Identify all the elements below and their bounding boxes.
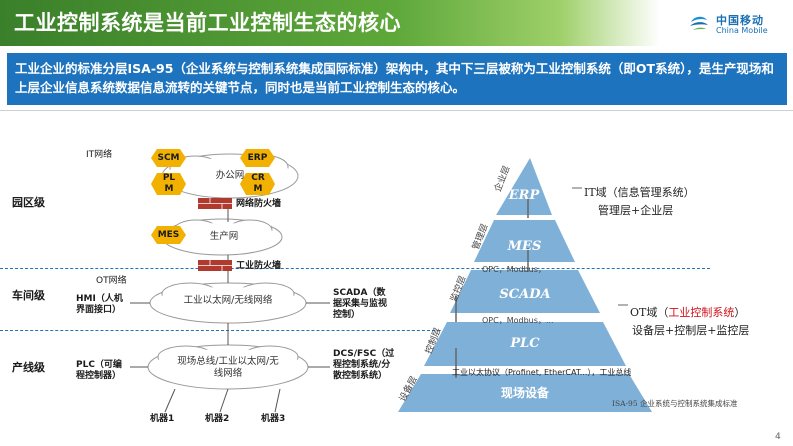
scada-label: SCADA（数据采集与监视控制） [333, 288, 388, 320]
hex-label-mes: MES [157, 230, 180, 240]
machine-3: 机器3 [261, 414, 286, 424]
hex-erp [240, 149, 275, 167]
logo-icon [690, 16, 708, 30]
ot-network-label: OT网络 [96, 276, 127, 286]
level-separator-1 [0, 268, 710, 269]
china-mobile-logo: 中国移动 China Mobile [688, 12, 784, 38]
hex-crm [240, 173, 275, 195]
layer-erp: ERP [508, 188, 540, 203]
firewall-ind-label: 工业防火墙 [236, 261, 282, 271]
page-title: 工业控制系统是当前工业控制生态的核心 [14, 11, 401, 35]
it-network-label: IT网络 [86, 150, 113, 160]
ot-domain-highlight: 工业控制系统 [668, 306, 735, 319]
hmi-label: HMI（人机界面接口） [76, 294, 123, 315]
dcs-label: DCS/FSC（过程控制系统/分散控制系统） [333, 349, 395, 381]
hex-label-plm: PL M [162, 173, 176, 194]
network-firewall-icon [198, 198, 232, 209]
layer-plc: PLC [510, 336, 540, 351]
hex-label-scm: SCM [157, 153, 180, 163]
hex-mes [151, 226, 186, 244]
field-net-label: 现场总线/工业以太网/无线网络 [177, 356, 279, 379]
protocol-scada-plc: OPC，Modbus，... [482, 316, 554, 325]
layer-field-devices: 现场设备 [500, 386, 549, 400]
production-cloud [161, 218, 283, 256]
section-divider [0, 110, 793, 111]
ot-domain-sub: 设备层+控制层+监控层 [632, 324, 750, 337]
office-net-label: 办公网 [215, 170, 245, 181]
field-cloud [147, 344, 309, 390]
plc-label: PLC（可编程控制器） [76, 360, 122, 381]
hex-plm [151, 173, 186, 195]
layer-scada: SCADA [499, 287, 551, 302]
hex-label-crm: CR M [251, 173, 265, 194]
level-park: 园区级 [12, 196, 45, 209]
ot-domain-label: OT域（工业控制系统） [630, 304, 745, 320]
title-bar [0, 0, 660, 46]
level-separator-2 [0, 330, 440, 331]
logo-text-en: China Mobile [716, 26, 768, 35]
ot-domain-prefix: OT域（ [630, 306, 669, 319]
machine-1: 机器1 [150, 414, 175, 424]
layer-mes: MES [507, 239, 542, 254]
industrial-firewall-icon [198, 260, 232, 271]
level-line: 产线级 [12, 361, 45, 374]
prod-net-label: 生产网 [209, 231, 239, 242]
hex-label-erp: ERP [247, 153, 268, 163]
hex-scm [151, 149, 186, 167]
level-workshop: 车间级 [12, 289, 45, 302]
it-domain-sub: 管理层+企业层 [598, 204, 674, 217]
protocol-mes-scada: OPC，Modbus， [482, 265, 546, 274]
isa95-caption: ISA-95 企业系统与控制系统集成标准 [612, 399, 738, 408]
isa95-pyramid [398, 158, 652, 412]
header: 工业控制系统是当前工业控制生态的核心 中国移动 China Mobile [0, 0, 793, 46]
intro-text: 工业企业的标准分层ISA-95（企业系统与控制系统集成国际标准）架构中，其中下三… [7, 53, 787, 105]
page-number: 4 [775, 432, 781, 442]
ethernet-net-label: 工业以太网/无线网络 [183, 295, 273, 306]
protocol-plc-field: 工业以太协议（Profinet, EtherCAT...），工业总线 [452, 368, 632, 377]
machine-2: 机器2 [205, 414, 230, 424]
ot-domain-suffix: ） [734, 306, 746, 319]
it-domain-label: IT域（信息管理系统） [584, 186, 695, 199]
logo-text-cn: 中国移动 [716, 14, 764, 27]
firewall-net-label: 网络防火墙 [236, 199, 282, 209]
